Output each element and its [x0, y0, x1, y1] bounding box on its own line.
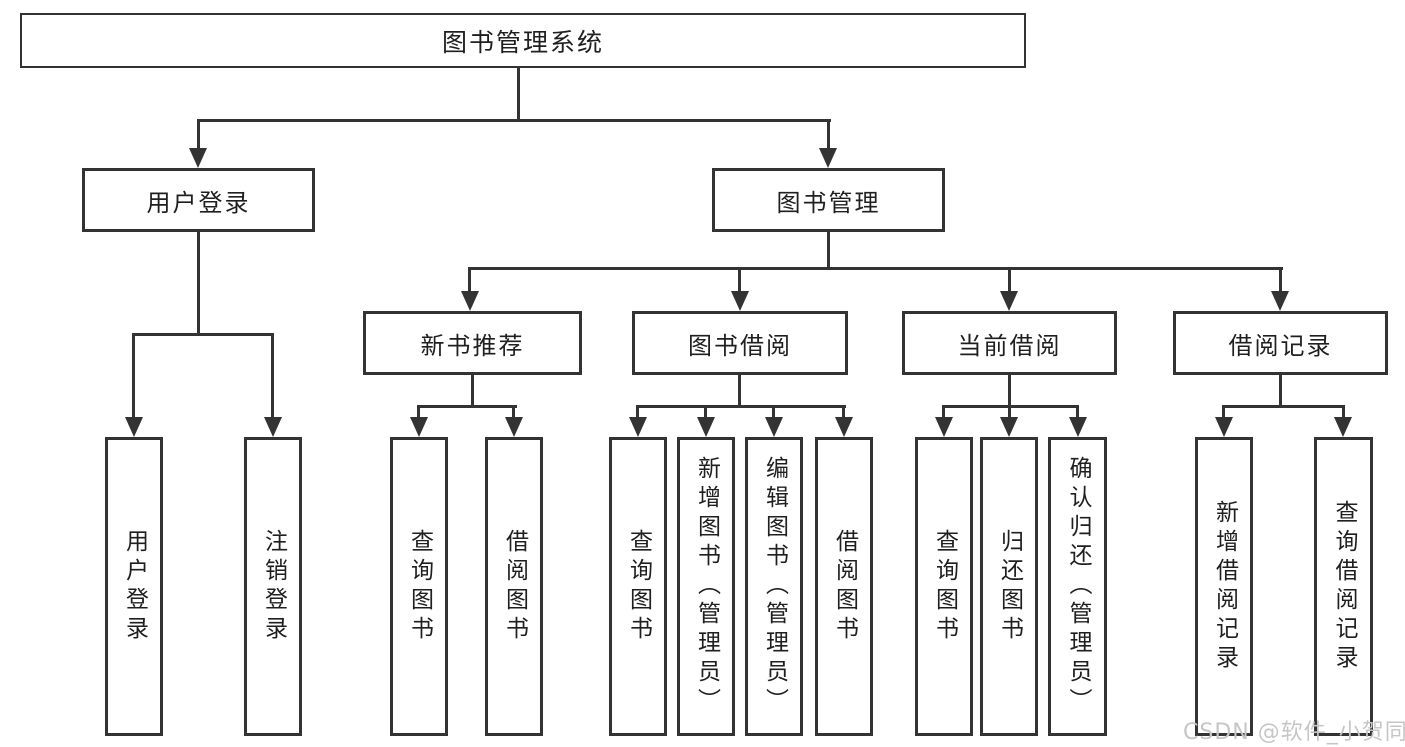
- leaf-records-query-record: 查询借阅记录: [1314, 437, 1373, 736]
- leaf-current-confirm-return-admin: 确认归还（管理员）: [1048, 437, 1107, 736]
- connector-line: [132, 333, 135, 419]
- connector-line: [468, 267, 471, 293]
- connector-line: [942, 405, 945, 419]
- connector-line: [827, 232, 830, 270]
- connector-line: [197, 119, 831, 122]
- leaf-borrowing-borrow-books: 借阅图书: [815, 437, 873, 736]
- arrow-down-icon: [1000, 291, 1018, 311]
- arrow-down-icon: [629, 417, 647, 437]
- connector-line: [738, 375, 741, 408]
- arrow-down-icon: [410, 417, 428, 437]
- arrow-down-icon: [264, 417, 282, 437]
- arrow-down-icon: [935, 417, 953, 437]
- node-user-login: 用户登录: [82, 168, 315, 232]
- arrow-down-icon: [189, 148, 207, 168]
- arrow-down-icon: [125, 417, 143, 437]
- arrow-down-icon: [697, 417, 715, 437]
- arrow-down-icon: [1069, 417, 1087, 437]
- arrow-down-icon: [1271, 291, 1289, 311]
- connector-line: [1008, 405, 1011, 419]
- leaf-borrowing-query-books: 查询图书: [609, 437, 667, 736]
- leaf-current-query-books: 查询图书: [915, 437, 973, 736]
- leaf-user-login: 用户登录: [105, 437, 163, 736]
- arrow-down-icon: [1215, 417, 1233, 437]
- connector-line: [417, 405, 420, 419]
- node-book-borrowing: 图书借阅: [632, 311, 848, 375]
- connector-line: [197, 232, 200, 335]
- arrow-down-icon: [731, 291, 749, 311]
- leaf-recommend-borrow-books: 借阅图书: [485, 437, 543, 736]
- connector-line: [471, 375, 474, 408]
- arrow-down-icon: [765, 417, 783, 437]
- connector-line: [271, 333, 274, 419]
- arrow-down-icon: [835, 417, 853, 437]
- node-library-management-system: 图书管理系统: [20, 13, 1026, 68]
- connector-line: [512, 405, 515, 419]
- csdn-watermark: CSDN @软件_小贺同学: [1183, 720, 1405, 745]
- node-current-borrowing: 当前借阅: [902, 311, 1117, 375]
- node-book-management: 图书管理: [712, 168, 945, 232]
- connector-line: [1008, 375, 1011, 408]
- connector-line: [1008, 267, 1011, 293]
- connector-line: [1279, 267, 1282, 293]
- node-new-book-recommend: 新书推荐: [363, 311, 582, 375]
- connector-line: [772, 405, 775, 419]
- connector-line: [1076, 405, 1079, 419]
- connector-line: [417, 405, 517, 408]
- connector-line: [842, 405, 845, 419]
- arrow-down-icon: [505, 417, 523, 437]
- node-borrowing-records: 借阅记录: [1173, 311, 1388, 375]
- connector-line: [517, 68, 520, 121]
- connector-line: [1222, 405, 1225, 419]
- connector-line: [827, 119, 830, 150]
- connector-line: [132, 333, 274, 336]
- connector-line: [636, 405, 639, 419]
- leaf-borrowing-add-books-admin: 新增图书（管理员）: [677, 437, 735, 736]
- arrow-down-icon: [1000, 417, 1018, 437]
- connector-line: [704, 405, 707, 419]
- leaf-records-add-record: 新增借阅记录: [1195, 437, 1253, 736]
- connector-line: [468, 267, 1283, 270]
- connector-line: [636, 405, 846, 408]
- connector-line: [738, 267, 741, 293]
- leaf-recommend-query-books: 查询图书: [390, 437, 448, 736]
- connector-line: [1342, 405, 1345, 419]
- arrow-down-icon: [819, 148, 837, 168]
- connector-line: [1222, 405, 1345, 408]
- leaf-logout: 注销登录: [244, 437, 302, 736]
- connector-line: [1279, 375, 1282, 408]
- leaf-borrowing-edit-books-admin: 编辑图书（管理员）: [745, 437, 803, 736]
- arrow-down-icon: [1334, 417, 1352, 437]
- arrow-down-icon: [461, 291, 479, 311]
- leaf-current-return-books: 归还图书: [980, 437, 1038, 736]
- connector-line: [197, 119, 200, 150]
